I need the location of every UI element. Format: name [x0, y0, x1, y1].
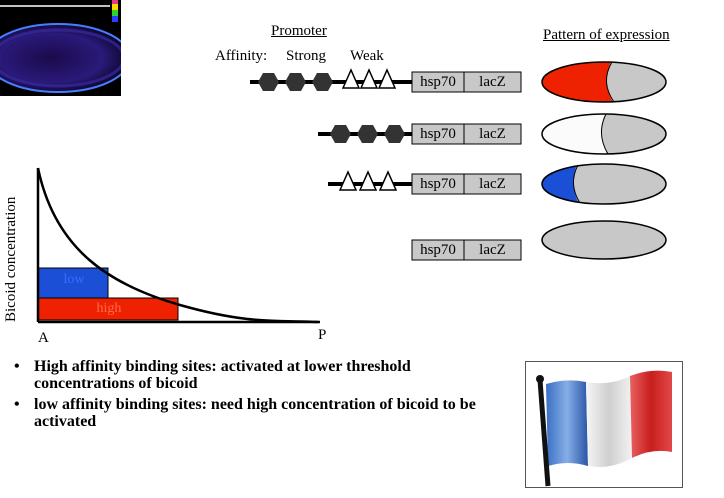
bicoid-gradient-graph [36, 167, 320, 324]
hsp70-label: hsp70 [420, 126, 456, 142]
strong-site-hexagon [312, 73, 333, 91]
y-axis-label: Bicoid concentration [3, 196, 19, 322]
strong-site-hexagon [258, 73, 279, 91]
lacz-label: lacZ [479, 242, 506, 258]
weak-site-triangle [377, 68, 397, 89]
french-flag-image [525, 361, 683, 488]
construct-row-1 [250, 68, 522, 93]
strong-label: Strong [286, 48, 327, 64]
pattern-header: Pattern of expression [543, 27, 670, 43]
strong-site-hexagon [357, 125, 378, 143]
expression-embryo-3 [541, 163, 667, 205]
expression-embryo-1 [541, 61, 667, 103]
lacz-label: lacZ [479, 74, 506, 90]
construct-row-2 [318, 123, 522, 145]
strong-site-hexagon [285, 73, 306, 91]
weak-site-triangle [378, 170, 398, 191]
weak-site-triangle [359, 68, 379, 89]
lacz-label: lacZ [479, 126, 506, 142]
weak-site-triangle [341, 68, 361, 89]
promoter-header: Promoter [271, 23, 327, 39]
weak-site-triangle [358, 170, 378, 191]
affinity-label: Affinity: [215, 48, 268, 64]
lacz-label: lacZ [479, 176, 506, 192]
summary-bullets: High affinity binding sites: activated a… [12, 358, 492, 434]
embryo-image [0, 0, 121, 96]
high-bar-label: high [96, 301, 122, 316]
hsp70-label: hsp70 [420, 242, 456, 258]
weak-site-triangle [338, 170, 358, 191]
strong-site-hexagon [384, 125, 405, 143]
construct-row-4 [411, 239, 522, 261]
x-axis-label-a: A [38, 330, 49, 346]
construct-diagram [250, 61, 667, 261]
expression-embryo-2 [541, 113, 667, 155]
hsp70-label: hsp70 [420, 74, 456, 90]
bullet-high-affinity: High affinity binding sites: activated a… [12, 358, 492, 392]
hsp70-label: hsp70 [420, 176, 456, 192]
strong-site-hexagon [330, 125, 351, 143]
x-axis-label-p: P [318, 327, 327, 343]
bullet-low-affinity: low affinity binding sites: need high co… [12, 396, 492, 430]
weak-label: Weak [350, 48, 384, 64]
construct-row-3 [328, 170, 522, 195]
low-bar-label: low [63, 272, 85, 287]
expression-embryo-4 [541, 220, 667, 260]
